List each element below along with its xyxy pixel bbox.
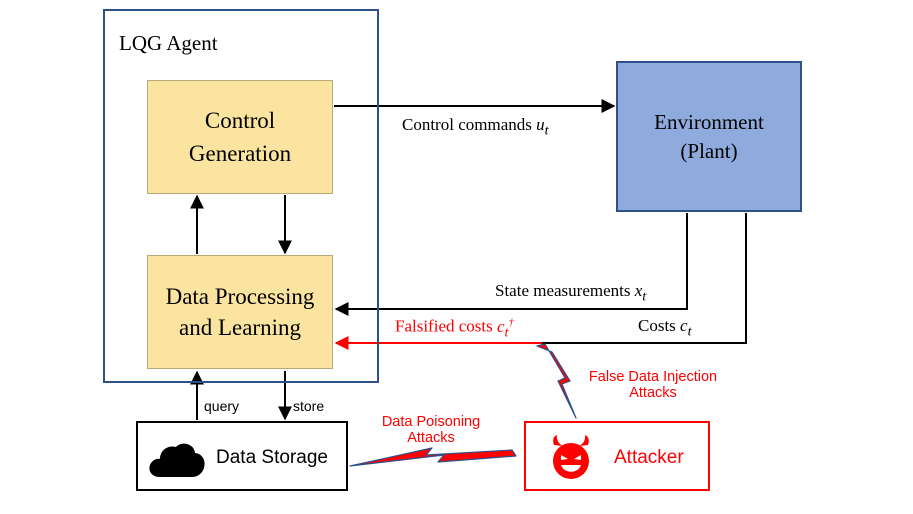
fdi-lightning-bolt — [536, 343, 577, 419]
falsified-superscript: † — [508, 316, 514, 328]
state-measurements-text: State measurements — [495, 281, 631, 300]
data-line-1: Data Processing — [165, 284, 315, 309]
store-label: store — [293, 398, 325, 414]
environment-line-2: (Plant) — [680, 138, 738, 163]
attacker-label: Attacker — [614, 447, 684, 468]
control-generation-block: Control Generation — [147, 80, 333, 194]
devil-icon — [553, 435, 589, 479]
state-symbol: xt — [634, 281, 646, 304]
fdi-line-2: Attacks — [629, 385, 677, 401]
falsified-symbol: ct† — [497, 316, 514, 340]
falsified-costs-text: Falsified costs — [395, 316, 493, 336]
fdi-attack-label: False Data Injection Attacks — [578, 369, 728, 401]
cloud-icon — [149, 443, 205, 477]
state-measurements-label: State measurements xt — [495, 281, 646, 305]
environment-line-1: Environment — [654, 109, 764, 134]
agent-title: LQG Agent — [119, 31, 218, 55]
costs-label: Costs ct — [638, 316, 692, 340]
costs-line — [542, 213, 747, 344]
control-symbol-char: u — [536, 115, 545, 134]
control-subscript: t — [544, 122, 549, 139]
storage-label: Data Storage — [216, 447, 328, 468]
costs-symbol: ct — [680, 316, 691, 339]
state-measurements-arrow — [334, 213, 688, 316]
fdi-line-1: False Data Injection — [588, 369, 718, 385]
falsified-symbol-char: c — [497, 316, 505, 336]
control-commands-label: Control commands ut — [402, 115, 549, 139]
control-commands-text: Control commands — [402, 115, 532, 134]
data-line-2: and Learning — [179, 315, 301, 340]
environment-block: Environment (Plant) — [616, 61, 802, 212]
falsified-costs-label: Falsified costs ct† — [395, 316, 514, 341]
poison-line-1: Data Poisoning — [381, 414, 481, 430]
data-storage-block: Data Storage — [136, 421, 348, 491]
poisoning-attack-label: Data Poisoning Attacks — [371, 414, 491, 446]
state-symbol-char: x — [634, 281, 643, 300]
attacker-block: Attacker — [524, 421, 710, 491]
costs-symbol-char: c — [680, 316, 688, 335]
costs-text: Costs — [638, 316, 676, 335]
lqg-agent-container: LQG Agent — [103, 9, 379, 383]
control-line-1: Control — [204, 108, 276, 133]
poisoning-lightning-bolt — [349, 447, 517, 467]
falsified-subscript: t — [504, 324, 509, 341]
costs-subscript: t — [687, 323, 692, 340]
control-line-2: Generation — [188, 141, 292, 166]
state-subscript: t — [642, 288, 647, 305]
poison-line-2: Attacks — [407, 430, 455, 446]
query-label: query — [204, 398, 240, 414]
control-symbol: ut — [536, 115, 548, 138]
data-processing-block: Data Processing and Learning — [147, 255, 333, 369]
